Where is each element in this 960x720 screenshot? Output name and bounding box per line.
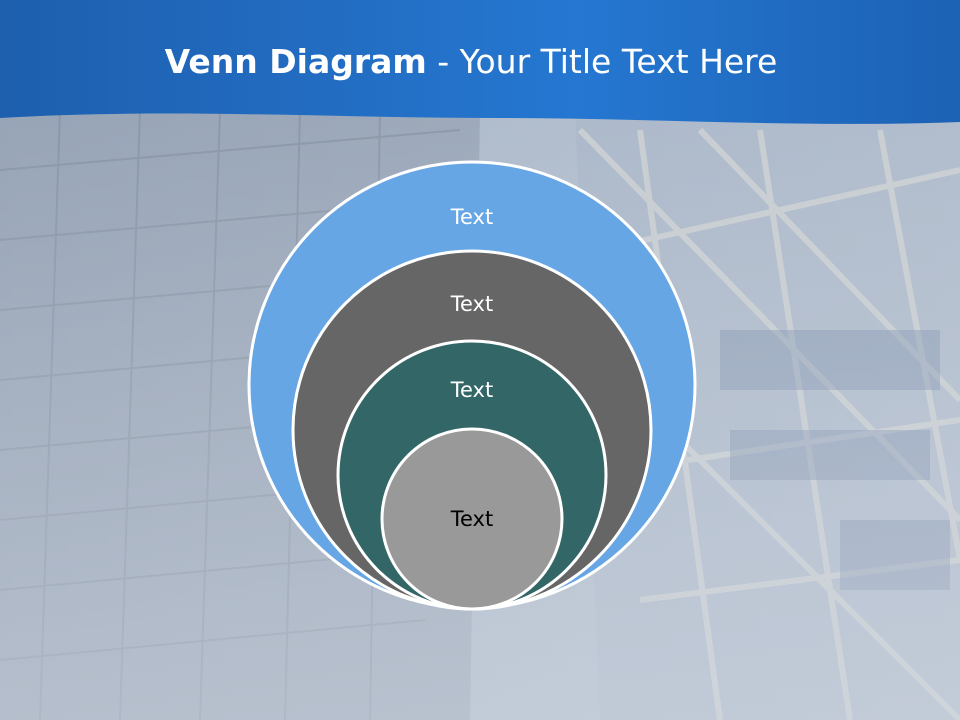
ring-inner-label: Text (450, 507, 493, 531)
ring-second-label: Text (450, 292, 493, 316)
slide-title: Venn Diagram - Your Title Text Here (0, 38, 942, 86)
title-bold: Venn Diagram (164, 42, 427, 81)
title-rest: - Your Title Text Here (426, 42, 778, 81)
ring-inner (380, 427, 564, 611)
ring-outer-label: Text (450, 205, 493, 229)
ring-third-label: Text (450, 378, 493, 402)
